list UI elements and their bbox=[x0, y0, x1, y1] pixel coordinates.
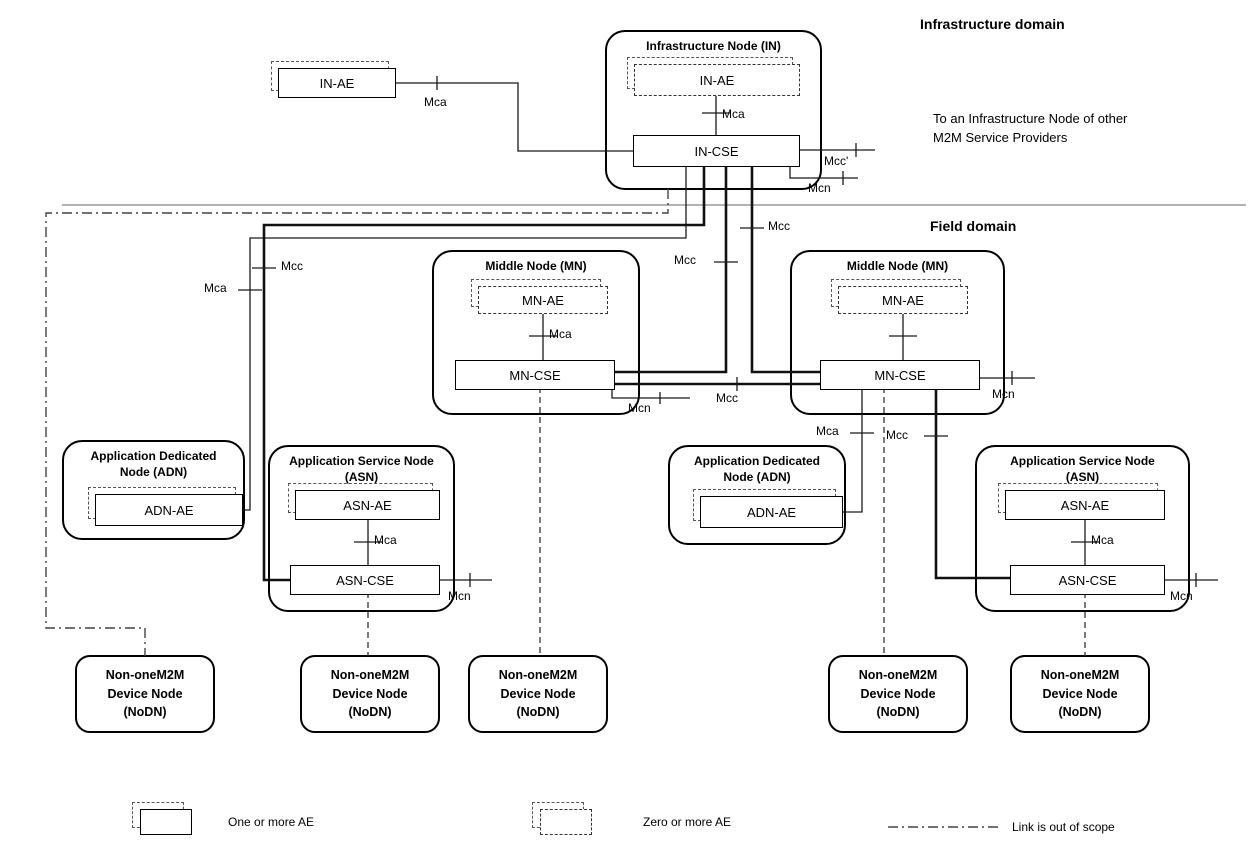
asn-ae-box-left: ASN-AE bbox=[295, 490, 440, 520]
asn-node-right-title: Application Service Node (ASN) bbox=[1010, 454, 1155, 484]
mca-label-in: Mca bbox=[722, 107, 745, 121]
nodn-node-2: Non-oneM2M Device Node (NoDN) bbox=[300, 655, 440, 733]
legend-one-or-more-ae: One or more AE bbox=[228, 815, 315, 829]
mcc-link-in-cse-to-asn-cse-left bbox=[262, 164, 706, 582]
mn-cse-box-left: MN-CSE bbox=[455, 360, 615, 390]
mca-label-mn-to-adn-right: Mca bbox=[816, 424, 839, 438]
adn-node-left-title: Application Dedicated Node (ADN) bbox=[90, 449, 217, 479]
mcc-label-mn-to-asn-right: Mcc bbox=[886, 428, 908, 442]
mcn-label-mn-left: Mcn bbox=[628, 401, 651, 415]
mca-link-mn-cse-to-adn-ae-right bbox=[841, 387, 863, 513]
mca-label-mn-left: Mca bbox=[549, 327, 572, 341]
mn-cse-box-right: MN-CSE bbox=[820, 360, 980, 390]
reference-point-ticks bbox=[238, 76, 1197, 587]
nodn-node-4: Non-oneM2M Device Node (NoDN) bbox=[828, 655, 968, 733]
mcc-label-in-to-asn-left: Mcc bbox=[281, 259, 303, 273]
mca-link-in-cse-to-adn-ae-left bbox=[241, 164, 687, 511]
external-in-ae-box: IN-AE bbox=[278, 68, 396, 98]
adn-ae-box-right: ADN-AE bbox=[700, 496, 843, 528]
asn-cse-box-right: ASN-CSE bbox=[1010, 565, 1165, 595]
mcc-label-mn-to-mn: Mcc bbox=[716, 391, 738, 405]
nodn-node-1: Non-oneM2M Device Node (NoDN) bbox=[75, 655, 215, 733]
mca-link-external-ae-to-in-cse bbox=[394, 82, 636, 152]
mcc-backbone-links bbox=[262, 164, 1013, 582]
in-ae-box: IN-AE bbox=[634, 64, 800, 96]
middle-node-left-title: Middle Node (MN) bbox=[485, 259, 587, 273]
mcn-label-in: Mcn bbox=[808, 181, 831, 195]
out-of-scope-link bbox=[45, 189, 669, 656]
adn-ae-box-left: ADN-AE bbox=[95, 494, 243, 526]
mca-label-in-to-adn-left: Mca bbox=[204, 281, 227, 295]
adn-node-right: Application Dedicated Node (ADN) bbox=[668, 445, 846, 545]
zero-or-more-ae-icon bbox=[540, 809, 592, 835]
mcc-label-in-to-mn-right: Mcc bbox=[768, 219, 790, 233]
nodn-node-3: Non-oneM2M Device Node (NoDN) bbox=[468, 655, 608, 733]
nodn-links bbox=[367, 387, 1086, 656]
mcn-label-asn-right: Mcn bbox=[1170, 589, 1193, 603]
asn-node-left-title: Application Service Node (ASN) bbox=[289, 454, 434, 484]
nodn-node-5: Non-oneM2M Device Node (NoDN) bbox=[1010, 655, 1150, 733]
legend-zero-or-more-ae: Zero or more AE bbox=[643, 815, 732, 829]
to-infrastructure-note: To an Infrastructure Node of other M2M S… bbox=[933, 111, 1128, 145]
mcc-link-in-cse-to-mn-cse-left bbox=[612, 164, 728, 374]
mcc-link-in-cse-to-mn-cse-right bbox=[750, 164, 823, 374]
mca-label-asn-right: Mca bbox=[1091, 533, 1114, 547]
mcn-label-mn-right: Mcn bbox=[992, 387, 1015, 401]
mca-label-external-ae: Mca bbox=[424, 95, 447, 109]
mn-ae-box-left: MN-AE bbox=[478, 286, 608, 314]
middle-node-right-title: Middle Node (MN) bbox=[846, 259, 949, 273]
mcc-label-in-to-mn-left: Mcc bbox=[674, 253, 696, 267]
asn-cse-box-left: ASN-CSE bbox=[290, 565, 440, 595]
legend-link-out-of-scope: Link is out of scope bbox=[1012, 820, 1115, 834]
mcc-prime-label: Mcc' bbox=[824, 154, 849, 168]
mn-ae-box-right: MN-AE bbox=[838, 286, 968, 314]
mca-label-asn-left: Mca bbox=[374, 533, 397, 547]
mcn-label-asn-left: Mcn bbox=[448, 589, 471, 603]
asn-ae-box-right: ASN-AE bbox=[1005, 490, 1165, 520]
infrastructure-domain-heading: Infrastructure domain bbox=[920, 16, 1065, 32]
mcn-link-mn-cse-left bbox=[611, 387, 690, 399]
mcn-link-in-cse bbox=[789, 163, 858, 179]
field-domain-heading: Field domain bbox=[930, 218, 1017, 234]
infrastructure-node-title: Infrastructure Node (IN) bbox=[646, 39, 781, 53]
in-cse-box: IN-CSE bbox=[633, 135, 800, 167]
one-or-more-ae-icon bbox=[140, 809, 192, 835]
adn-node-right-title: Application Dedicated Node (ADN) bbox=[693, 454, 821, 484]
mcc-link-mn-cse-to-asn-cse-right bbox=[934, 387, 1013, 580]
